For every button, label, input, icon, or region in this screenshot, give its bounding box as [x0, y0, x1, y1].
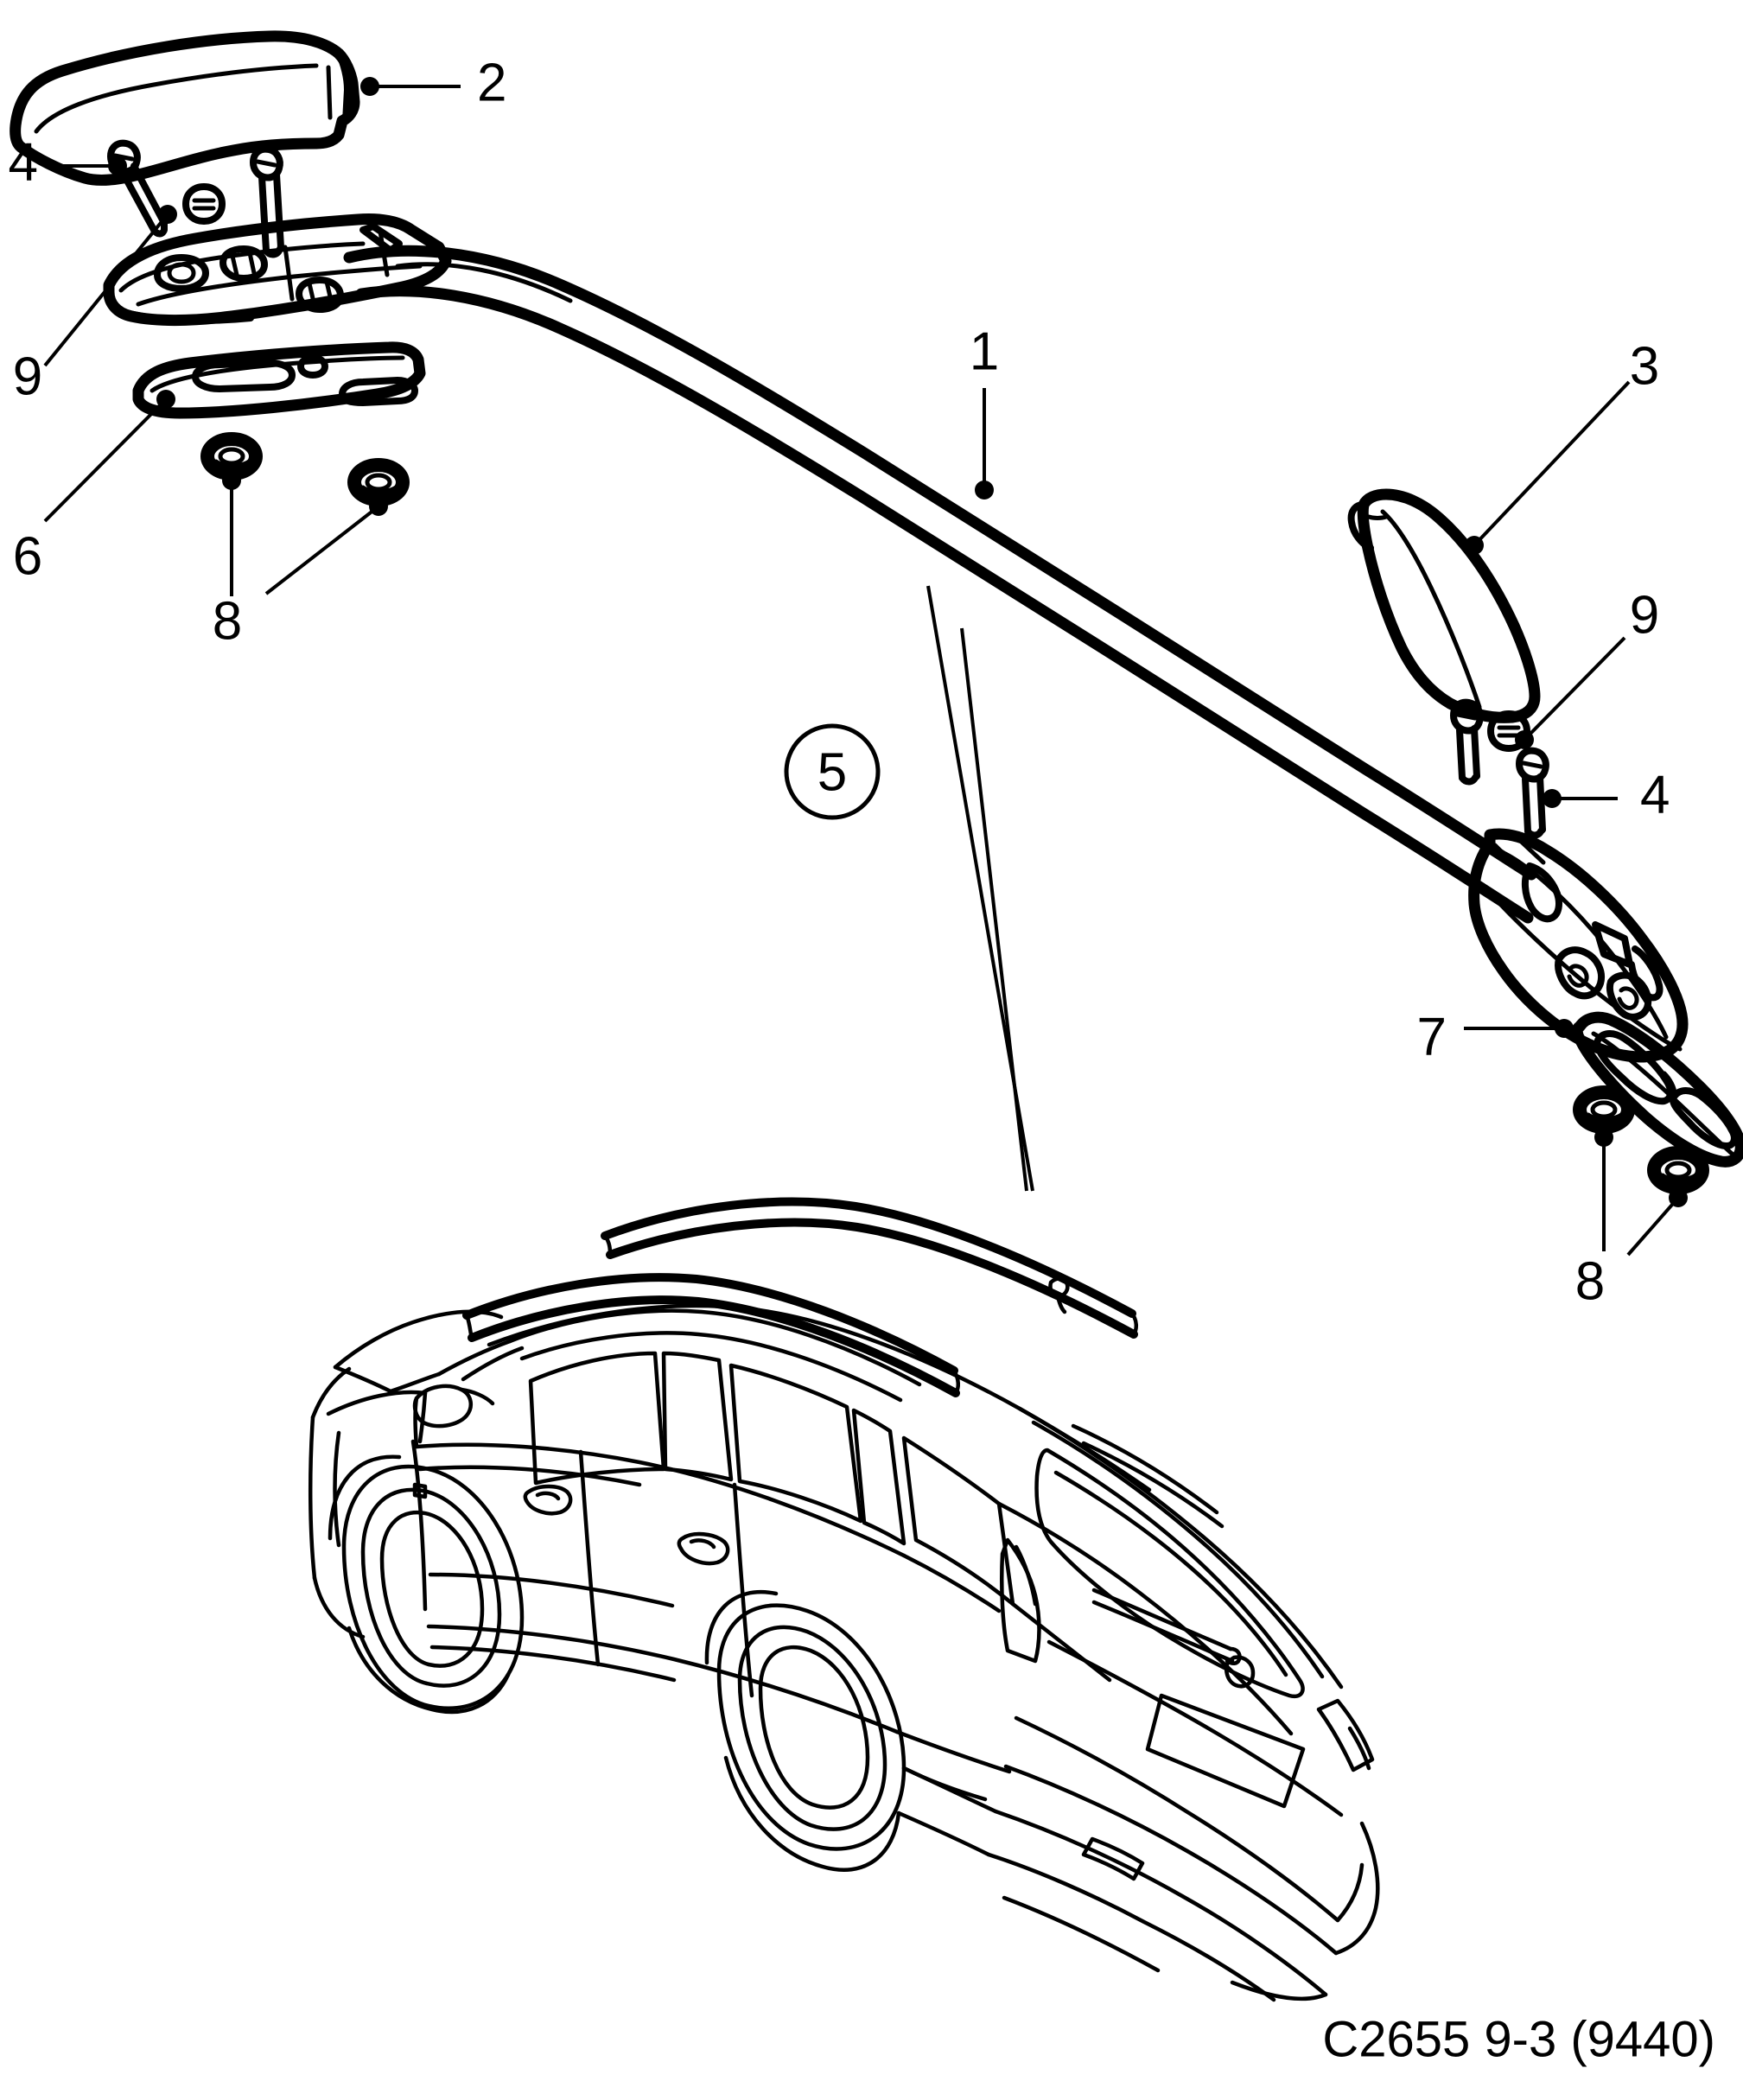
part-washer-left-1	[200, 432, 263, 480]
part-rear-mount-bracket	[1468, 828, 1689, 1063]
part-rear-end-cap	[1347, 488, 1541, 723]
leader-callout-8-right	[1594, 1128, 1688, 1257]
leader-callout-3	[1465, 380, 1631, 555]
callout-label-4-left: 4	[9, 132, 38, 192]
part-front-pad	[132, 341, 426, 419]
part-front-mount-bracket	[103, 213, 452, 326]
vehicle-roof-rails	[462, 1197, 1138, 1397]
part-rear-pad	[1571, 1011, 1743, 1168]
callout-label-1: 1	[970, 321, 999, 381]
callout-label-5: 5	[817, 742, 847, 802]
part-roof-rail	[343, 245, 1537, 924]
part-screw-right-1	[1450, 698, 1484, 786]
leader-callout-4-left	[59, 156, 127, 175]
part-screw-right-2	[1516, 747, 1549, 839]
callout-label-7: 7	[1417, 1007, 1447, 1066]
part-washer-right-1	[1573, 1085, 1635, 1134]
leader-callout-9-right	[1515, 636, 1626, 749]
callout-label-4-right: 4	[1640, 765, 1670, 824]
leader-callout-4-right	[1543, 789, 1618, 808]
leader-callout-1	[975, 388, 994, 500]
part-nut-left	[182, 183, 226, 225]
leader-callout-6	[43, 390, 175, 523]
leader-callout-7	[1464, 1019, 1574, 1038]
callout-label-9-left: 9	[13, 347, 42, 406]
leader-callout-8-left	[222, 471, 388, 596]
part-washer-left-2	[347, 458, 410, 506]
part-washer-right-2	[1647, 1146, 1709, 1194]
callout-label-8-right: 8	[1575, 1251, 1605, 1311]
callout-label-2: 2	[477, 53, 506, 112]
diagram-caption: C2655 9-3 (9440)	[1322, 2011, 1715, 2067]
callout-label-8-left: 8	[213, 591, 242, 651]
vehicle-illustration	[308, 1197, 1380, 2002]
callout-circle-5	[784, 723, 881, 820]
leader-callout-2	[360, 77, 461, 96]
callout-label-6: 6	[13, 526, 42, 586]
callout-label-3: 3	[1630, 336, 1659, 396]
part-front-end-cap	[10, 30, 360, 186]
callout-label-9-right: 9	[1630, 585, 1659, 645]
leader-callout-5-to-vehicle	[926, 585, 1034, 1192]
part-screw-left-2	[250, 145, 284, 258]
